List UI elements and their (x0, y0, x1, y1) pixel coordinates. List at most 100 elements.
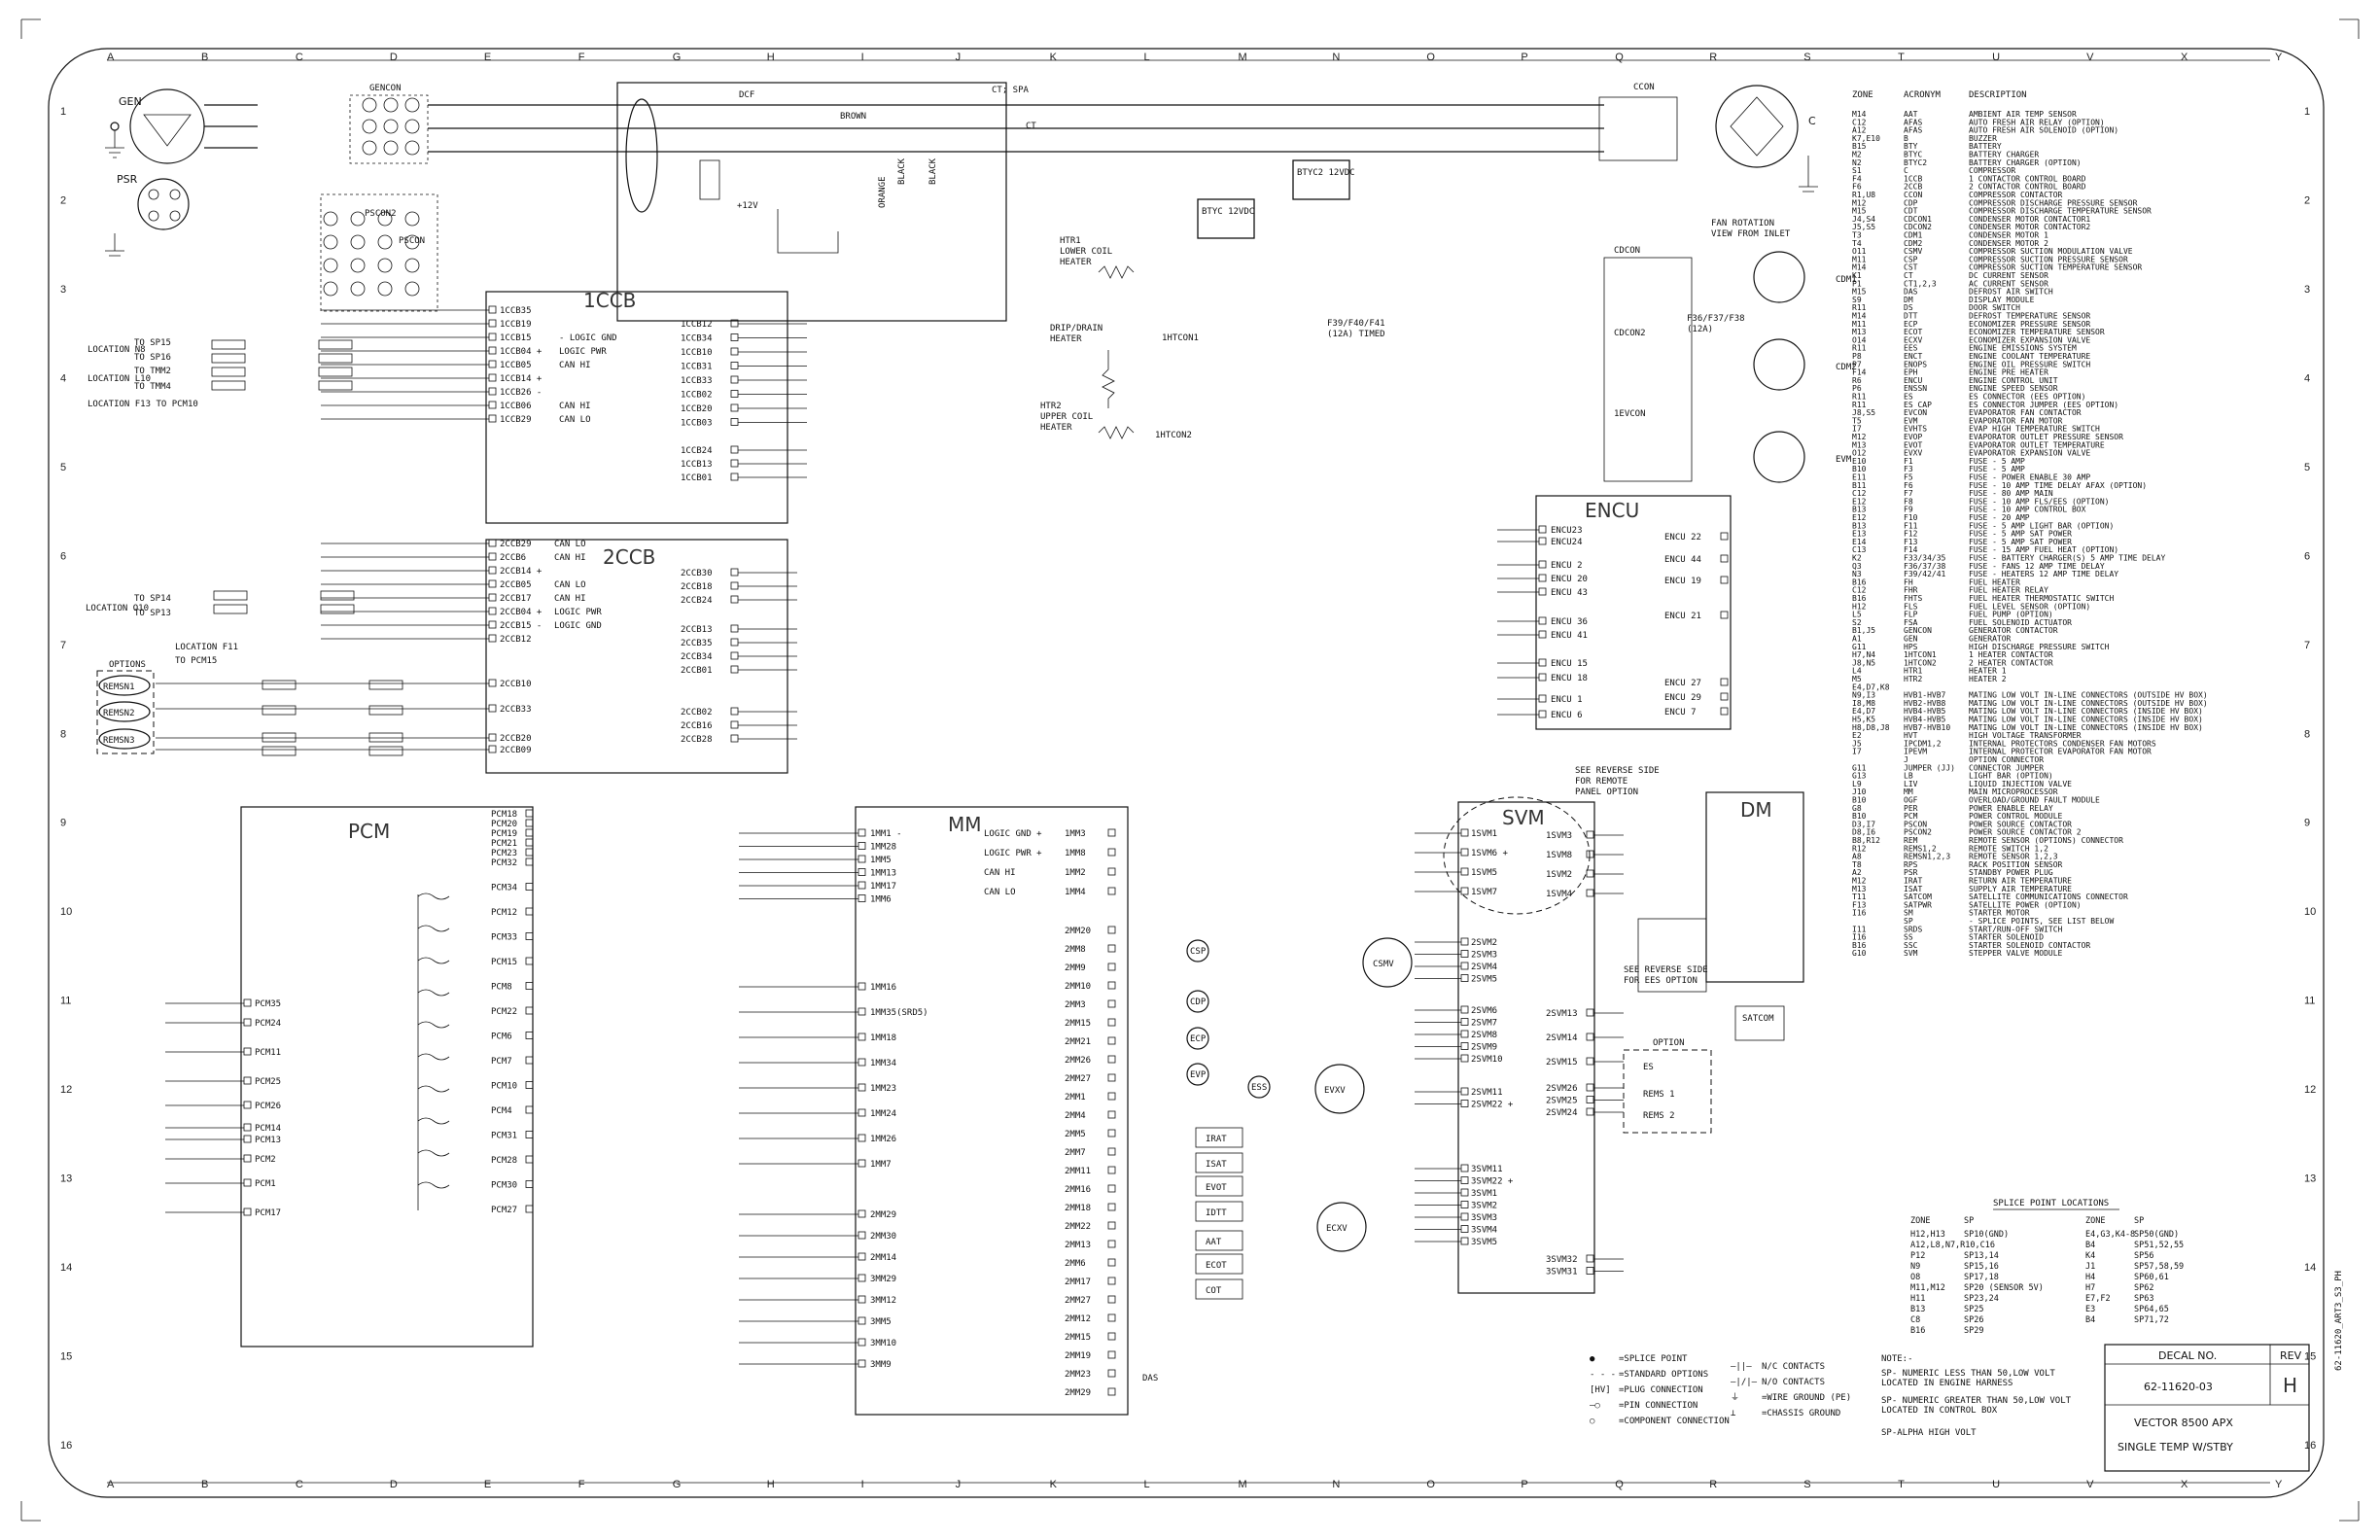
pcm-pin: PCM7 (491, 1057, 512, 1067)
legend-zone: I11 (1852, 925, 1867, 933)
legend-description: GENERATOR (1969, 635, 2012, 644)
ccb1-right-pin: 1CCB20 (681, 404, 713, 414)
sensor-circle (1186, 1027, 1209, 1050)
legend-description: REMOTE SENSOR 1,2,3 (1969, 853, 2058, 861)
pcm-pin: PCM30 (491, 1181, 517, 1191)
legend-zone: M11 (1852, 320, 1867, 329)
grid-col-label: C (296, 52, 303, 63)
legend-zone: B16 (1852, 594, 1867, 603)
pin-square (1720, 576, 1729, 584)
mm-right-pin: 2MM3 (1065, 1000, 1086, 1010)
pin-square (730, 403, 739, 412)
splice-cell: H12,H13 (1910, 1230, 1945, 1240)
legend-description: ENGINE PRE HEATER (1969, 368, 2048, 377)
pin-square (730, 445, 739, 454)
legend-zone: T3 (1852, 231, 1862, 240)
mm-right-pin: 2MM5 (1065, 1130, 1086, 1139)
pin-square (488, 539, 497, 547)
splice-cell: C8 (1910, 1315, 1920, 1325)
legend-zone: F14 (1852, 368, 1867, 377)
legend-zone: G11 (1852, 643, 1867, 651)
pin-square (1720, 611, 1729, 619)
legend-zone: B1,J5 (1852, 626, 1875, 635)
svm-left-pin: 1SVM7 (1471, 888, 1497, 897)
legend-acronym: CDM2 (1904, 239, 1922, 248)
pin-square (525, 1081, 534, 1089)
pin-square (488, 319, 497, 328)
mm-box: MM (855, 806, 1129, 1416)
pcm-left-pin: PCM13 (255, 1136, 281, 1145)
legend-zone: R6 (1852, 376, 1862, 385)
pin-square (1460, 1212, 1469, 1221)
legend-description: HEATER 2 (1969, 675, 2007, 683)
legend-description: ECONOMIZER EXPANSION VALVE (1969, 335, 2090, 344)
legend-acronym: HTR2 (1904, 675, 1922, 683)
svg-text:1HTCON1: 1HTCON1 (1162, 333, 1199, 343)
legend-description: MATING LOW VOLT IN-LINE CONNECTORS (INSI… (1969, 723, 2203, 732)
pin-square (730, 638, 739, 647)
contacts-legend: —||—N/C CONTACTS—|/|—N/O CONTACTS⏚=WIRE … (1731, 1362, 1851, 1418)
svm-left-pin: 1SVM5 (1471, 868, 1497, 878)
pin-square (1107, 1092, 1116, 1101)
legend-description: AUTO FRESH AIR SOLENOID (OPTION) (1969, 126, 2118, 135)
pin-square (1460, 1100, 1469, 1107)
pin-square (1107, 828, 1116, 837)
legend-description: ECONOMIZER TEMPERATURE SENSOR (1969, 328, 2105, 336)
svg-text:CT: CT (1026, 122, 1036, 131)
pcm-pin: PCM31 (491, 1132, 517, 1141)
pin-square (1720, 532, 1729, 541)
ccb2-pin: 2CCB15 - (500, 621, 542, 631)
pin-square (858, 1007, 866, 1016)
legend-description: RACK POSITION SENSOR (1969, 860, 2063, 869)
pin-square (525, 1205, 534, 1213)
grid-col-label: G (673, 52, 682, 63)
pin-square (488, 620, 497, 629)
pin-square (1586, 1096, 1594, 1103)
legend-description: HEATER 1 (1969, 667, 2007, 676)
splice-cell: SP20 (SENSOR 5V) (1964, 1283, 2044, 1293)
svm-left-pin: 2SVM4 (1471, 962, 1497, 972)
legend-acronym: OGF (1904, 796, 1918, 805)
svg-text:LOCATION F13 TO PCM10: LOCATION F13 TO PCM10 (88, 400, 198, 409)
pin-square (488, 634, 497, 643)
pin-square (1107, 1350, 1116, 1359)
legend-acronym: HPS (1904, 643, 1918, 651)
sensor-box (1195, 1201, 1243, 1222)
legend-acronym: EVCON (1904, 408, 1927, 417)
pin-square (1107, 1129, 1116, 1138)
pin-square (488, 704, 497, 713)
legend-description: EVAPORATOR FAN MOTOR (1969, 416, 2063, 425)
pcm-pin: PCM22 (491, 1007, 517, 1017)
legend-acronym: EVXV (1904, 449, 1922, 458)
legend-zone: A2 (1852, 868, 1862, 877)
pcm-pin: PCM33 (491, 933, 517, 943)
splice-cell: SP26 (1964, 1315, 1983, 1325)
grid-col-label: I (861, 52, 864, 63)
pin-square (1460, 1030, 1469, 1038)
svg-text:SATCOM: SATCOM (1742, 1014, 1774, 1024)
mm-left-pin: 2MM30 (870, 1232, 896, 1242)
grid-row-label: 7 (2304, 640, 2310, 651)
legend-zone: H7,N4 (1852, 650, 1875, 659)
splice-cell: E7,F2 (2085, 1294, 2111, 1304)
legend-acronym: DM (1904, 296, 1913, 304)
svg-text:TO TMM4: TO TMM4 (134, 382, 171, 392)
terminal-circle (383, 97, 399, 113)
legend-acronym: LB (1904, 772, 1913, 781)
mm-right-pin: 2MM17 (1065, 1278, 1091, 1287)
legend-description: LIQUID INJECTION VALVE (1969, 780, 2072, 788)
svg-text:SINGLE TEMP W/STBY: SINGLE TEMP W/STBY (2118, 1441, 2233, 1453)
sensor-box (1195, 1253, 1243, 1275)
svg-text:CCON: CCON (1633, 83, 1655, 92)
grid-col-label: E (484, 52, 491, 63)
ccb2-pin: 2CCB12 (500, 635, 532, 645)
pin-square (1460, 1054, 1469, 1063)
pcm-pin: PCM18 (491, 810, 517, 820)
pin-square (730, 568, 739, 577)
legend-zone: E13 (1852, 530, 1867, 539)
pin-square (1107, 1313, 1116, 1322)
pin-square (730, 734, 739, 743)
legend-acronym: J (1904, 755, 1908, 764)
legend-zone: G11 (1852, 763, 1867, 772)
